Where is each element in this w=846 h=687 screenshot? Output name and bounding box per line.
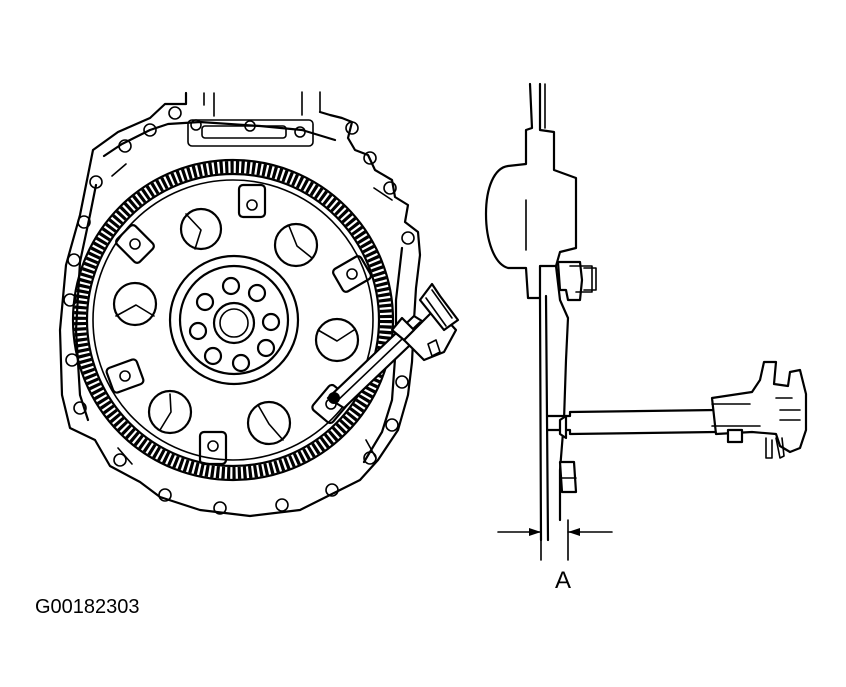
dimension-label: A (555, 567, 571, 594)
drive-plate-profile (538, 260, 597, 542)
front-view (58, 91, 460, 518)
dimension-a: A (497, 519, 613, 594)
housing-bolt-holes (63, 106, 415, 515)
caliper-tool-side (546, 360, 808, 459)
drive-plate-windows (112, 207, 360, 446)
ring-gear (71, 158, 395, 482)
crankshaft-end (484, 82, 578, 300)
caliper-tool-front (326, 282, 460, 410)
drive-plate-bolt-tabs (105, 183, 372, 466)
crankshaft-bolt-holes (188, 276, 281, 373)
drive-plate-hub (168, 254, 300, 386)
figure-code: G00182303 (35, 596, 140, 618)
side-view: A (484, 82, 808, 594)
